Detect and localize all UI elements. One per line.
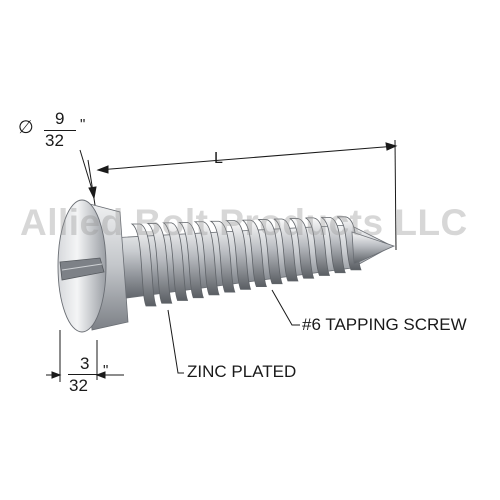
length-label: L bbox=[214, 150, 223, 167]
screw-head bbox=[57, 199, 129, 333]
diameter-numerator: 9 bbox=[55, 109, 65, 128]
diameter-unit: " bbox=[80, 116, 86, 133]
screw-tip bbox=[351, 231, 396, 265]
height-unit: " bbox=[103, 362, 109, 379]
finish-callout: ZINC PLATED bbox=[187, 362, 297, 381]
thread-crest bbox=[321, 216, 346, 274]
diameter-symbol: ∅ bbox=[18, 117, 34, 137]
diameter-leader bbox=[79, 149, 97, 200]
diameter-fraction-bar bbox=[44, 130, 76, 131]
diameter-denominator: 32 bbox=[45, 131, 64, 150]
callout-leaders bbox=[167, 289, 300, 374]
thread-crest bbox=[242, 219, 267, 287]
thread-crest bbox=[209, 220, 236, 293]
screw-type-callout: #6 TAPPING SCREW bbox=[302, 315, 467, 334]
thread-crest bbox=[225, 220, 252, 290]
thread-crest bbox=[146, 223, 173, 304]
height-denominator: 32 bbox=[69, 376, 88, 395]
thread-crest bbox=[305, 217, 331, 276]
watermark-text: Allied Bolt Products LLC bbox=[20, 202, 468, 243]
height-fraction-bar bbox=[68, 374, 100, 375]
head-slot bbox=[59, 257, 105, 281]
thread-crest bbox=[130, 223, 157, 307]
thread-crest bbox=[177, 221, 204, 299]
head-height-dimension bbox=[46, 330, 124, 382]
thread-crest bbox=[289, 218, 315, 279]
thread-crest bbox=[273, 218, 299, 282]
height-numerator: 3 bbox=[80, 354, 90, 373]
thread-crest bbox=[193, 221, 220, 296]
thread-crest bbox=[162, 222, 189, 301]
length-dimension bbox=[87, 139, 398, 251]
thread-crest bbox=[257, 219, 283, 285]
